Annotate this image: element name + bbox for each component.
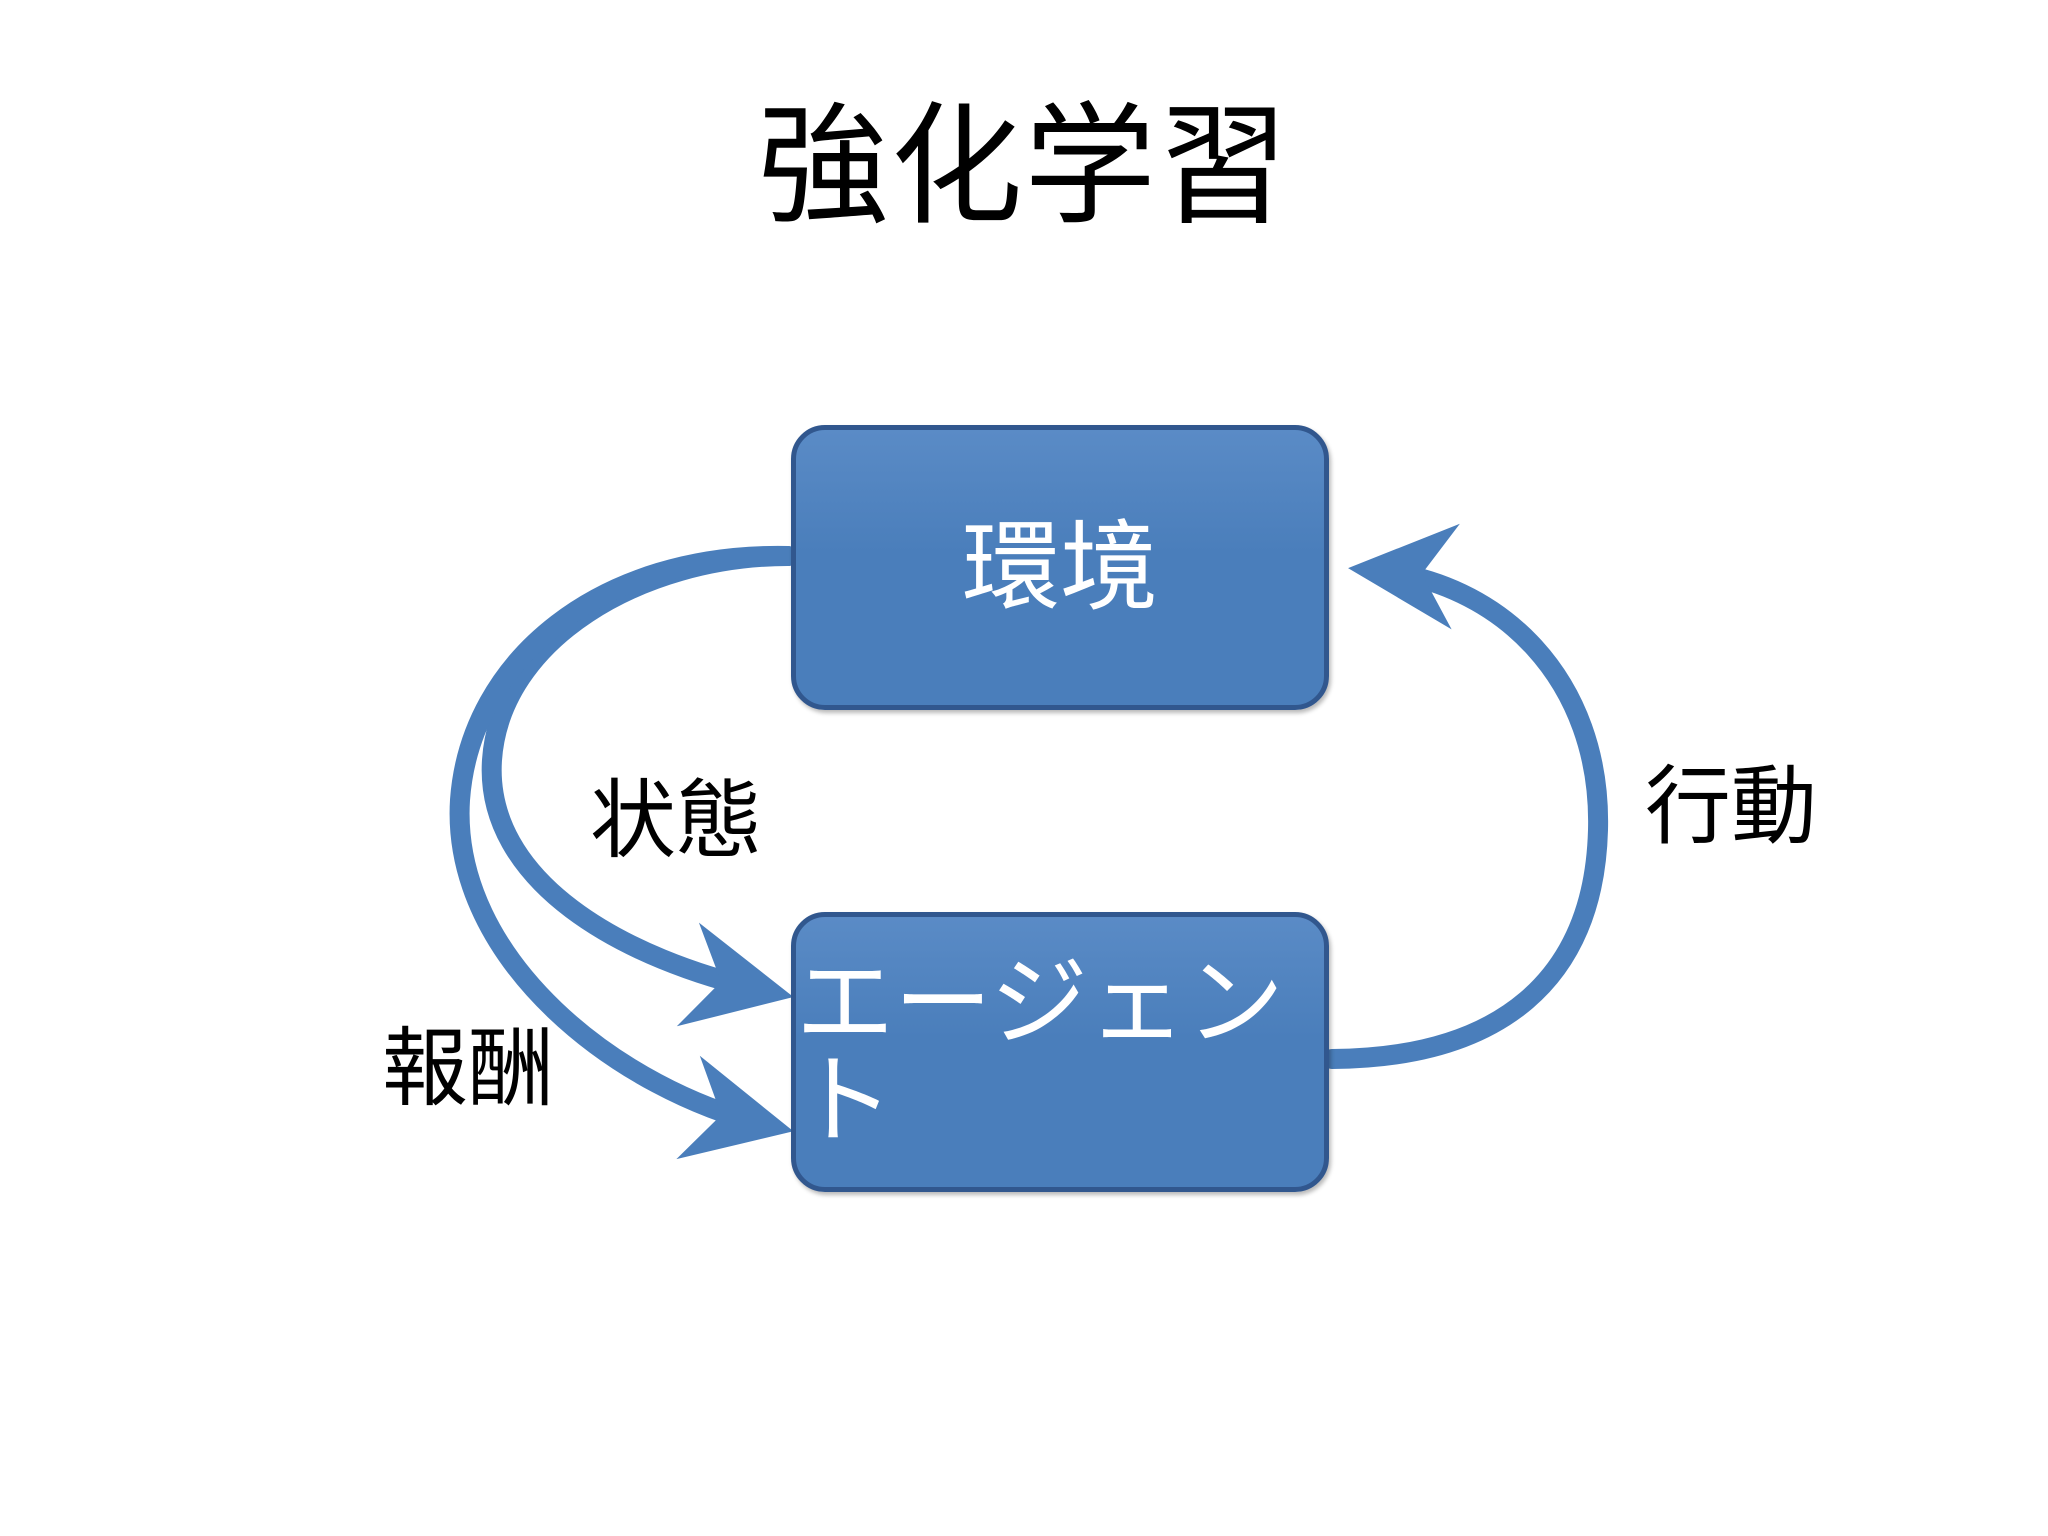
- edge-action-arrow: [1322, 523, 1609, 1069]
- node-environment[interactable]: 環境: [791, 425, 1329, 710]
- edge-label-state: 状態: [590, 771, 762, 871]
- node-agent-label: エージェント: [796, 946, 1285, 1158]
- edge-reward-arrow: [449, 545, 798, 1160]
- node-environment-label: 環境: [961, 510, 1158, 625]
- page-title: 強化学習: [757, 90, 1291, 244]
- edge-label-action: 行動: [1645, 757, 1817, 857]
- node-agent[interactable]: エージェント: [791, 912, 1329, 1192]
- edge-label-reward: 報酬: [382, 1019, 554, 1119]
